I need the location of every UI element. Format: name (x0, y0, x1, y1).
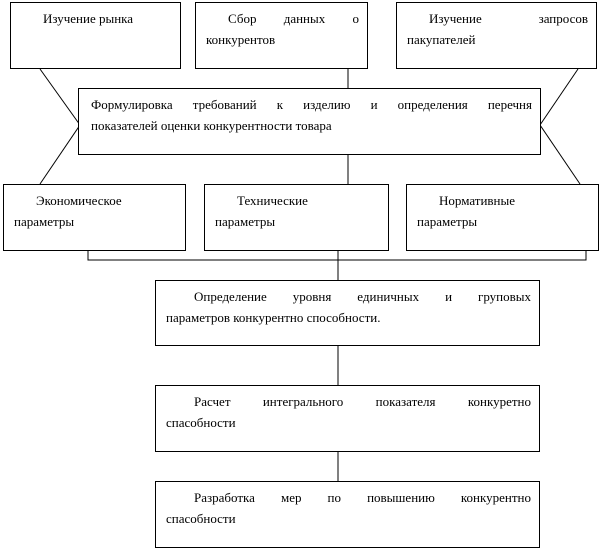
buyer-requests-line2: пакупателей (407, 32, 476, 47)
connector-params-bracket (87, 250, 587, 261)
technical-params-line1: Технические (237, 193, 308, 208)
normative-params-line1: Нормативные (439, 193, 516, 208)
level-determination-line1: Определение уровня единичных и груповых (194, 289, 531, 304)
competitor-data-line1: Сбор данных о (228, 11, 359, 26)
buyer-requests-line1: Изучение запросов (429, 11, 588, 26)
requirements-line1: Формулировка требований к изделию и опре… (91, 97, 532, 112)
buyer-requests-box: Изучение запросов пакупателей (396, 2, 597, 69)
economic-params-line2: параметры (14, 214, 75, 229)
level-determination-box: Определение уровня единичных и груповых … (155, 280, 540, 346)
connector-buyers-requirements (539, 68, 579, 126)
market-research-box: Изучение рынка (10, 2, 181, 69)
connector-requirements-normative (539, 124, 581, 185)
competitor-data-line2: конкурентов (206, 32, 276, 47)
technical-params-line2: параметры (215, 214, 276, 229)
connector-market-requirements (39, 68, 81, 126)
normative-params-box: Нормативные параметры (406, 184, 599, 251)
requirements-box: Формулировка требований к изделию и опре… (78, 88, 541, 155)
improvement-measures-line1: Разработка мер по повышению конкурентно (194, 490, 531, 505)
economic-params-box: Экономическое параметры (3, 184, 186, 251)
connector-requirements-economic (39, 124, 81, 185)
level-determination-line2: параметров конкурентно способности. (166, 310, 381, 325)
normative-params-line2: параметры (417, 214, 478, 229)
improvement-measures-box: Разработка мер по повышению конкурентно … (155, 481, 540, 548)
integral-indicator-line2: спасобности (166, 415, 236, 430)
requirements-line2: показателей оценки конкурентности товара (91, 118, 332, 133)
improvement-measures-line2: спасобности (166, 511, 236, 526)
technical-params-box: Технические параметры (204, 184, 389, 251)
economic-params-line1: Экономическое (36, 193, 122, 208)
market-research-label: Изучение рынка (43, 11, 134, 26)
competitor-data-box: Сбор данных о конкурентов (195, 2, 368, 69)
integral-indicator-line1: Расчет интегрального показателя конкурет… (194, 394, 531, 409)
integral-indicator-box: Расчет интегрального показателя конкурет… (155, 385, 540, 452)
